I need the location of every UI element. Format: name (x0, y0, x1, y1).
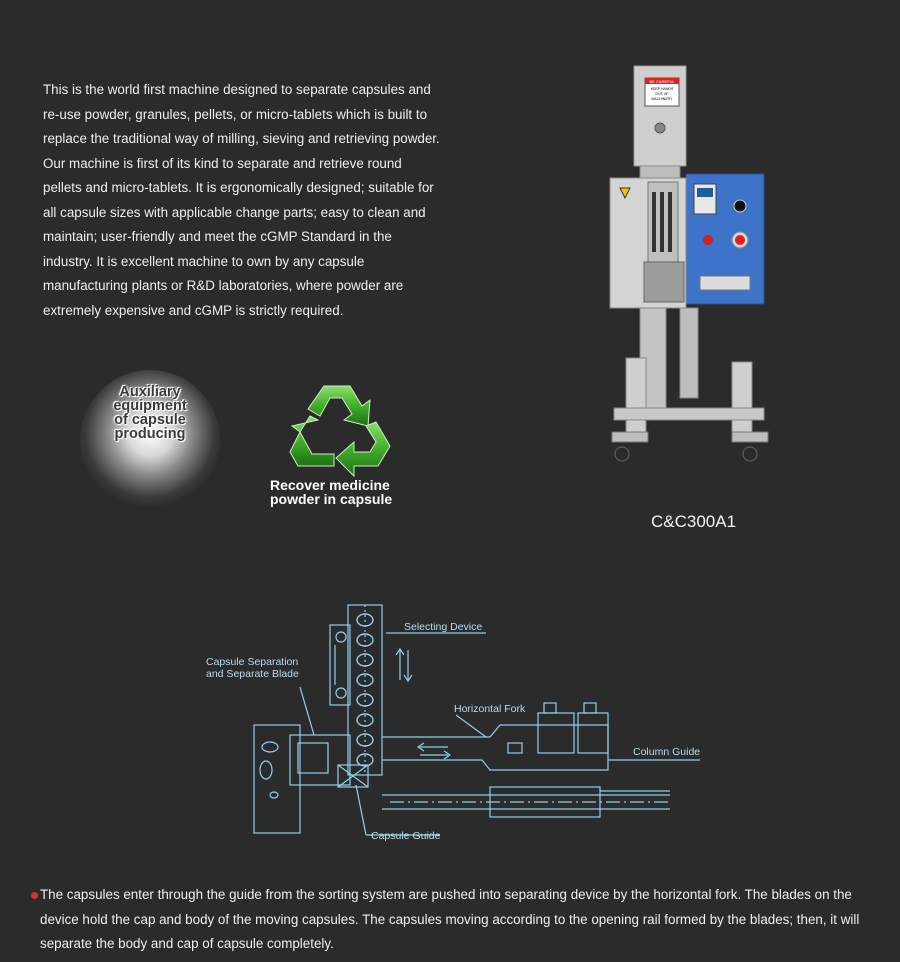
auxiliary-equipment-badge: Auxiliary equipment of capsule producing (80, 370, 220, 510)
label-line: Capsule Separation (206, 656, 299, 668)
label-capsule-separation: Capsule Separation and Separate Blade (206, 656, 299, 680)
label-line: and Separate Blade (206, 668, 299, 680)
diagram-drawing (253, 604, 700, 836)
sign-line: BE CAREFUL (649, 79, 675, 84)
model-label: C&C300A1 (651, 512, 737, 531)
recover-caption: Recover medicine powder in capsule (270, 478, 420, 506)
badge-line: of capsule (114, 412, 186, 428)
badge-line: producing (114, 426, 186, 442)
machine-photo: BE CAREFUL KEEP HANDS OUT OF MACHINERY (609, 65, 769, 462)
label-capsule-guide: Capsule Guide (371, 830, 441, 842)
sign-line: KEEP HANDS (651, 87, 674, 91)
label-column-guide: Column Guide (633, 746, 701, 758)
label-horizontal-fork: Horizontal Fork (454, 703, 526, 715)
badge-text: Auxiliary equipment of capsule producing (94, 384, 206, 442)
recover-line: Recover medicine (270, 477, 390, 493)
process-note: The capsules enter through the guide fro… (40, 887, 860, 951)
intro-paragraph: This is the world first machine designed… (43, 82, 440, 318)
bullet-icon (31, 892, 38, 899)
label-selecting-device: Selecting Device (404, 621, 483, 633)
sign-line: OUT OF (655, 92, 668, 96)
badge-line: Auxiliary (119, 384, 181, 400)
recycle-icon (289, 385, 391, 478)
badge-line: equipment (113, 398, 187, 414)
sign-line: MACHINERY (652, 97, 674, 101)
separation-diagram: Selecting Device Capsule Separation and … (190, 595, 710, 855)
recover-line: powder in capsule (270, 491, 393, 507)
badge-glow (80, 370, 220, 510)
